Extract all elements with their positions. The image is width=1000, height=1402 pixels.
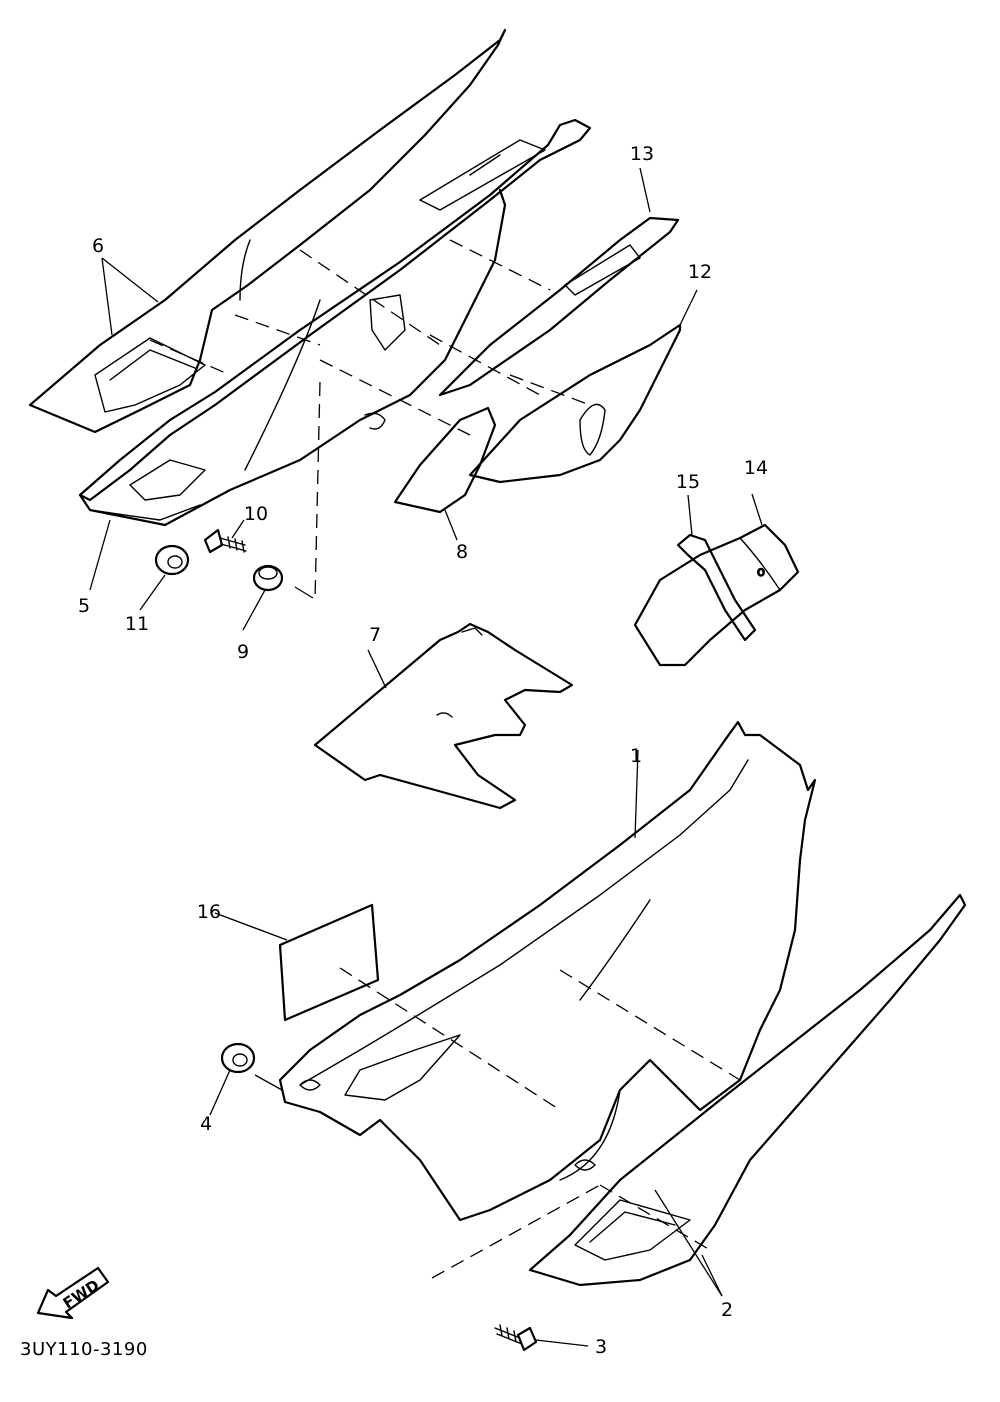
part-10-screw xyxy=(203,528,247,554)
callout-14: 14 xyxy=(744,457,768,479)
part-1-main-side-cover xyxy=(278,720,817,1222)
part-11-grommet xyxy=(154,544,190,576)
alignment-lines xyxy=(149,239,741,1279)
callout-12: 12 xyxy=(688,261,712,283)
part-14-tool-pouch: o xyxy=(633,523,800,667)
part-15-pouch-band xyxy=(676,533,757,642)
part-7-bracket-plate xyxy=(313,622,574,810)
part-16-label xyxy=(278,903,380,1022)
callout-6: 6 xyxy=(92,235,104,257)
part-4-grommet xyxy=(220,1042,256,1074)
part-3-screw xyxy=(494,1324,538,1352)
callout-7: 7 xyxy=(369,624,381,646)
callout-13: 13 xyxy=(630,143,654,165)
callout-labels: 1 2 3 4 5 6 7 8 9 10 11 12 13 14 15 16 xyxy=(78,143,768,1358)
part-2-lower-trim-cover xyxy=(528,893,967,1287)
callout-3: 3 xyxy=(595,1336,607,1358)
part-6-side-cover-left xyxy=(28,28,507,434)
diagram-code: 3UY110-3190 xyxy=(20,1339,148,1360)
callout-5: 5 xyxy=(78,595,90,617)
part-8-foam-pad xyxy=(393,406,497,514)
callout-11: 11 xyxy=(125,613,149,635)
callout-9: 9 xyxy=(237,641,249,663)
callout-16: 16 xyxy=(197,901,221,923)
callout-1: 1 xyxy=(630,745,642,767)
callout-10: 10 xyxy=(244,503,268,525)
fwd-label: FWD xyxy=(60,1276,103,1312)
callout-15: 15 xyxy=(676,471,700,493)
leader-lines xyxy=(89,167,763,1347)
part-12-rear-panel xyxy=(468,323,682,484)
fwd-arrow-icon: FWD xyxy=(36,1266,110,1320)
part-9-collar xyxy=(252,564,284,592)
callout-8: 8 xyxy=(456,541,468,563)
callout-4: 4 xyxy=(200,1113,212,1135)
svg-text:o: o xyxy=(757,565,765,580)
part-13-trim-strip xyxy=(438,216,680,397)
callout-2: 2 xyxy=(721,1299,733,1321)
part-5-frame-cover xyxy=(78,118,592,527)
